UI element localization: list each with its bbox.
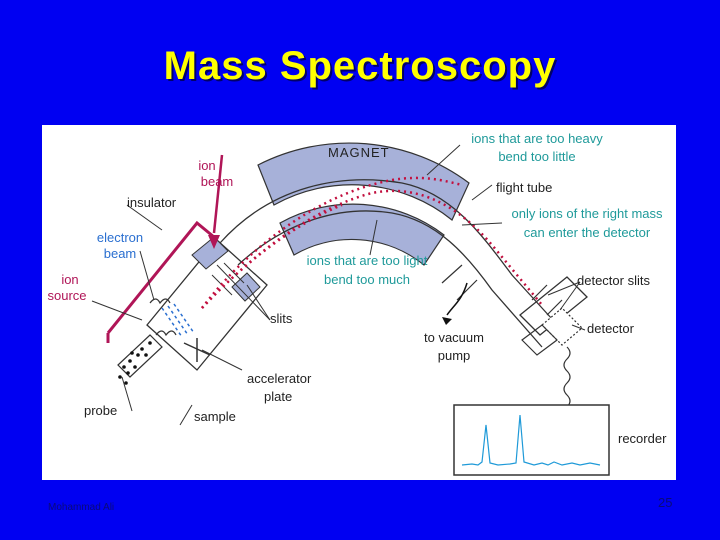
label-too-heavy-2: bend too little: [498, 149, 575, 164]
ion-source-chamber: [146, 236, 268, 371]
flight-tube: [219, 179, 563, 348]
label-detector-slits: detector slits: [577, 273, 650, 288]
label-probe: probe: [84, 403, 117, 418]
label-ion-beam-2: beam: [201, 174, 234, 189]
recorder: [453, 404, 610, 476]
label-slits: slits: [270, 311, 293, 326]
label-electron-beam-2: beam: [104, 246, 137, 261]
ion-path-heavy: [201, 176, 463, 309]
diagram-panel: MAGNET: [42, 125, 676, 480]
detector-assembly: [519, 276, 588, 356]
probe: [117, 334, 163, 385]
label-sample: sample: [194, 409, 236, 424]
label-ion-source-1: ion: [61, 272, 78, 287]
label-accelerator-1: accelerator: [247, 371, 312, 386]
label-insulator: insulator: [127, 195, 177, 210]
label-too-light-1: ions that are too light: [307, 253, 428, 268]
slide-author: Mohammad Ali: [48, 502, 115, 513]
magnet-label: MAGNET: [328, 145, 390, 160]
mass-spectrometer-diagram: MAGNET: [47, 131, 667, 476]
label-recorder: recorder: [618, 431, 667, 446]
leader-lines: [91, 144, 586, 426]
vacuum-port: [441, 264, 478, 325]
magnet-outer-pole: [257, 142, 470, 221]
insulator: [106, 220, 215, 334]
label-electron-beam-1: electron: [97, 230, 143, 245]
label-detector: detector: [587, 321, 635, 336]
label-right-mass-1: only ions of the right mass: [511, 206, 663, 221]
label-ion-source-2: source: [47, 288, 86, 303]
label-too-heavy-1: ions that are too heavy: [471, 131, 603, 146]
label-too-light-2: bend too much: [324, 272, 410, 287]
magnet-inner-pole: [279, 203, 445, 266]
label-vacuum-1: to vacuum: [424, 330, 484, 345]
slide-title: Mass Spectroscopy: [163, 44, 557, 88]
label-ion-beam-1: ion: [198, 158, 215, 173]
label-vacuum-2: pump: [438, 348, 471, 363]
label-right-mass-2: can enter the detector: [524, 225, 651, 240]
label-accelerator-2: plate: [264, 389, 292, 404]
label-flight-tube: flight tube: [496, 180, 552, 195]
slide-page-number: 25: [658, 495, 673, 510]
ion-beam-arrow: [208, 235, 220, 249]
